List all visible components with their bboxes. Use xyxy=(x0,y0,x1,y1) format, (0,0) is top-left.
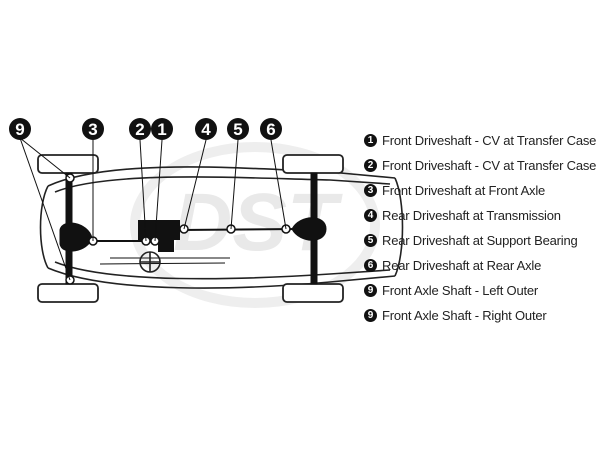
joints xyxy=(65,173,291,285)
legend-item: 4 Rear Driveshaft at Transmission xyxy=(364,203,600,228)
legend-item: 1 Front Driveshaft - CV at Transfer Case xyxy=(364,128,600,153)
legend-number-badge: 4 xyxy=(364,209,377,222)
legend-number-badge: 9 xyxy=(364,284,377,297)
callout-6-number: 6 xyxy=(266,120,275,139)
callout-1: 1 xyxy=(151,118,173,140)
transfer-case xyxy=(138,220,180,240)
callout-3-number: 3 xyxy=(88,120,97,139)
legend-number-badge: 3 xyxy=(364,184,377,197)
rear-differential xyxy=(291,217,327,241)
legend-number-badge: 2 xyxy=(364,159,377,172)
transmission xyxy=(138,220,180,252)
callout-1-number: 1 xyxy=(157,120,166,139)
legend-number-badge: 9 xyxy=(364,309,377,322)
callout-5-number: 5 xyxy=(233,120,242,139)
legend-label: Front Driveshaft at Front Axle xyxy=(382,183,546,198)
legend-item: 2 Front Driveshaft - CV at Transfer Case xyxy=(364,153,600,178)
legend-item: 9 Front Axle Shaft - Right Outer xyxy=(364,303,600,328)
legend-label: Rear Driveshaft at Rear Axle xyxy=(382,258,542,273)
tire-rear-right xyxy=(282,283,344,303)
legend-number-badge: 1 xyxy=(364,134,377,147)
legend-item: 6 Rear Driveshaft at Rear Axle xyxy=(364,253,600,278)
callout-5: 5 xyxy=(227,118,249,140)
legend-label: Front Driveshaft - CV at Transfer Case xyxy=(382,133,597,148)
callout-4-number: 4 xyxy=(201,120,211,139)
legend-label: Front Driveshaft - CV at Transfer Case xyxy=(382,158,597,173)
callout-9: 9 xyxy=(9,118,31,140)
transmission-body xyxy=(158,240,174,252)
legend-item: 3 Front Driveshaft at Front Axle xyxy=(364,178,600,203)
callout-6: 6 xyxy=(260,118,282,140)
steering-wheel xyxy=(139,251,161,273)
callout-3: 3 xyxy=(82,118,104,140)
legend-label: Rear Driveshaft at Transmission xyxy=(382,208,561,223)
legend-label: Front Axle Shaft - Left Outer xyxy=(382,283,539,298)
tire-front-right xyxy=(37,283,99,303)
callout-2-number: 2 xyxy=(135,120,144,139)
callout-2: 2 xyxy=(129,118,151,140)
rear-driveshaft xyxy=(179,228,297,231)
front-differential xyxy=(59,222,93,252)
exhaust-line-2 xyxy=(99,262,226,265)
driveshafts xyxy=(92,228,297,265)
tire-front-left xyxy=(37,154,99,174)
legend: 1 Front Driveshaft - CV at Transfer Case… xyxy=(364,128,600,328)
legend-label: Rear Driveshaft at Support Bearing xyxy=(382,233,578,248)
leader-lines xyxy=(19,137,287,281)
legend-number-badge: 5 xyxy=(364,234,377,247)
tire-rear-left xyxy=(282,154,344,174)
callout-4: 4 xyxy=(195,118,217,140)
legend-label: Front Axle Shaft - Right Outer xyxy=(382,308,547,323)
legend-number-badge: 6 xyxy=(364,259,377,272)
legend-item: 5 Rear Driveshaft at Support Bearing xyxy=(364,228,600,253)
callout-9-number: 9 xyxy=(15,120,24,139)
legend-item: 9 Front Axle Shaft - Left Outer xyxy=(364,278,600,303)
